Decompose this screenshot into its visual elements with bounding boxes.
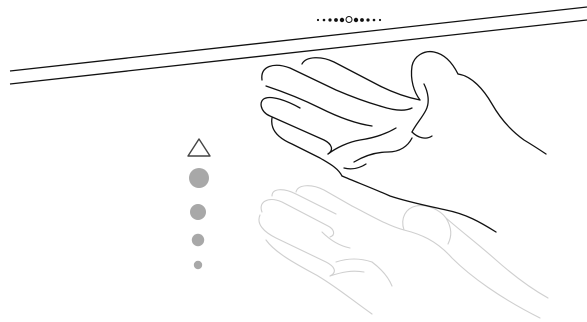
open-palm-hand-ghost-icon: [259, 186, 548, 318]
open-palm-hand-icon: [261, 52, 546, 232]
motion-trail-dot-2: [190, 204, 206, 220]
motion-trail-dot-3: [192, 234, 204, 246]
motion-trail-dot-4: [194, 261, 202, 269]
sensor-dots-icon: [317, 17, 381, 23]
motion-trail: [189, 168, 209, 269]
motion-trail-dot-1: [189, 168, 209, 188]
up-triangle-icon: [188, 139, 210, 156]
